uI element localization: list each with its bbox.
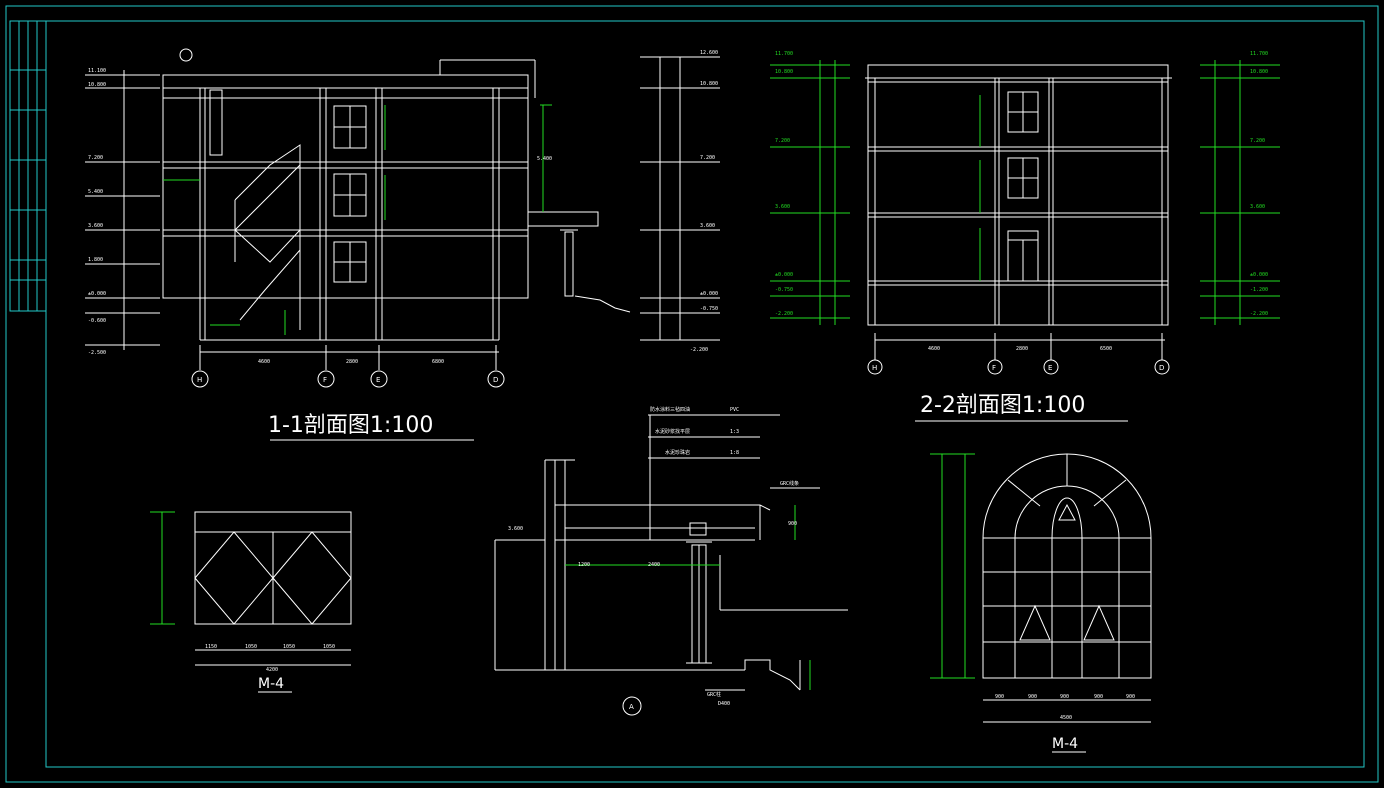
section2-axis-1: H	[872, 364, 877, 372]
section1-level-1: 11.100	[88, 68, 106, 74]
section1-title: 1-1剖面图1:100	[268, 413, 433, 438]
section2-llevel-4: 3.600	[775, 204, 790, 210]
section1-axis-3: E	[376, 376, 380, 384]
section1-span-2: 2800	[346, 359, 358, 365]
section2-span-1: 4600	[928, 346, 940, 352]
detail-dim-1: 1200	[578, 562, 590, 568]
title-strip	[9, 20, 47, 312]
detail-note-9: GRC柱	[707, 691, 721, 698]
section1-level-9: -2.500	[88, 350, 106, 356]
section2-rlevel-6: -1.200	[1250, 287, 1268, 293]
detail-note-8: 3.600	[508, 526, 523, 532]
m4-rect-dim-3: 1050	[283, 644, 295, 650]
section2-axis-2: F	[992, 364, 996, 372]
section1-rdim-2: 10.800	[700, 81, 718, 87]
detail-note-10: D400	[718, 701, 730, 707]
detail-section: A 防水涂料三毡四油 PVC 水泥砂浆找平层 1:3 水泥珍珠岩 1:8 GRC…	[494, 406, 848, 716]
detail-note-6: 1:8	[730, 450, 739, 456]
m4-arch-dim-5: 900	[1126, 694, 1135, 700]
section2-axis-4: D	[1159, 364, 1164, 372]
section1-span-3: 6800	[432, 359, 444, 365]
section1-axis-2: F	[323, 376, 327, 384]
section2-span-2: 2800	[1016, 346, 1028, 352]
detail-note-5: 水泥珍珠岩	[665, 449, 690, 456]
section2-rlevel-2: 10.800	[1250, 69, 1268, 75]
section-2-2: H F E D 4600 2800 6500 11.700 10.800 7.2…	[770, 51, 1280, 422]
door-m4-rect: 1150 1050 1050 1050 4200 M-4	[150, 511, 352, 693]
section2-axis-3: E	[1048, 364, 1052, 372]
m4-arch-dim-1: 900	[995, 694, 1004, 700]
detail-note-7: GRC线条	[780, 480, 799, 487]
detail-dim-2: 2400	[648, 562, 660, 568]
m4-arch-dim-4: 900	[1094, 694, 1103, 700]
section1-rdim-4: 3.600	[700, 223, 715, 229]
m4-rect-total: 4200	[266, 667, 278, 673]
section1-level-3: 7.200	[88, 155, 103, 161]
section1-span-1: 4600	[258, 359, 270, 365]
section-1-1: H F E D 4600 2800 6800 11.100 10.800 7.2…	[85, 48, 720, 441]
m4-arch-title: M-4	[1052, 736, 1078, 752]
m4-rect-dim-4: 1050	[323, 644, 335, 650]
section2-llevel-3: 7.200	[775, 138, 790, 144]
section2-llevel-6: -0.750	[775, 287, 793, 293]
section2-rlevel-4: 3.600	[1250, 204, 1265, 210]
detail-note-2: PVC	[730, 407, 739, 413]
section1-rdim-7: -2.200	[690, 347, 708, 353]
door-m4-arch: 900 900 900 900 900 4500 M-4	[930, 453, 1152, 753]
inner-frame	[45, 20, 1365, 768]
m4-arch-dim-3: 900	[1060, 694, 1069, 700]
m4-rect-dim-2: 1050	[245, 644, 257, 650]
section1-axis-1: H	[197, 376, 202, 384]
section1-rdim-5: ±0.000	[700, 291, 718, 297]
outer-frame	[5, 5, 1379, 783]
m4-rect-title: M-4	[258, 676, 284, 692]
section1-rdim-3: 7.200	[700, 155, 715, 161]
m4-arch-total: 4500	[1060, 715, 1072, 721]
section1-level-7: ±0.000	[88, 291, 106, 297]
section2-rlevel-1: 11.700	[1250, 51, 1268, 57]
section2-rlevel-7: -2.200	[1250, 311, 1268, 317]
m4-rect-dim-1: 1150	[205, 644, 217, 650]
section2-span-3: 6500	[1100, 346, 1112, 352]
section2-llevel-7: -2.200	[775, 311, 793, 317]
section2-llevel-2: 10.800	[775, 69, 793, 75]
detail-dim-3: 900	[788, 521, 797, 527]
section1-rdim-1: 12.600	[700, 50, 718, 56]
section1-rdim-6: -0.750	[700, 306, 718, 312]
section1-level-5: 3.600	[88, 223, 103, 229]
detail-note-4: 1:3	[730, 429, 739, 435]
detail-axis: A	[629, 703, 634, 711]
section1-level-8: -0.600	[88, 318, 106, 324]
section1-level-6: 1.800	[88, 257, 103, 263]
section1-level-4: 5.400	[88, 189, 103, 195]
m4-arch-dim-2: 900	[1028, 694, 1037, 700]
section2-llevel-1: 11.700	[775, 51, 793, 57]
section2-llevel-5: ±0.000	[775, 272, 793, 278]
detail-note-3: 水泥砂浆找平层	[655, 428, 690, 435]
detail-note-1: 防水涂料三毡四油	[650, 406, 690, 413]
section2-rlevel-3: 7.200	[1250, 138, 1265, 144]
section1-level-2: 10.800	[88, 82, 106, 88]
section2-rlevel-5: ±0.000	[1250, 272, 1268, 278]
section1-tag: 5.400	[537, 156, 552, 162]
section1-axis-4: D	[493, 376, 498, 384]
section2-title: 2-2剖面图1:100	[920, 393, 1085, 418]
